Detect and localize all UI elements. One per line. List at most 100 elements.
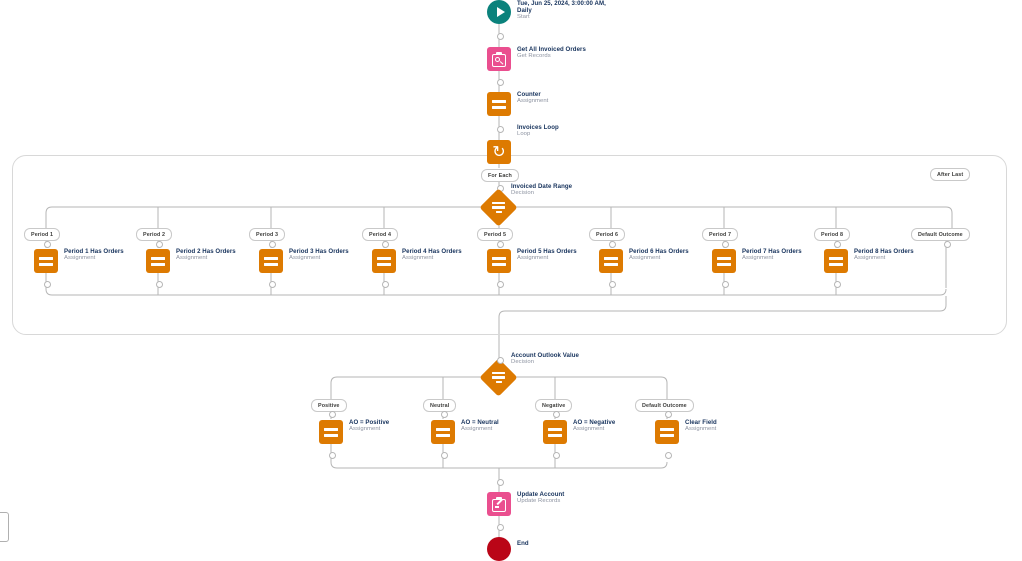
account-outlook-decision[interactable] <box>479 358 518 397</box>
for-each-badge[interactable]: For Each <box>481 169 519 182</box>
branch-pill-period-8[interactable]: Period 8 <box>814 228 851 241</box>
assignment-icon <box>146 249 170 273</box>
connector-dot[interactable] <box>440 411 448 418</box>
loop-subtitle: Loop <box>517 131 531 137</box>
connector-dot[interactable] <box>552 452 560 459</box>
assignment-icon <box>712 249 736 273</box>
assignment-icon <box>372 249 396 273</box>
assignment-subtitle: Assignment <box>573 426 605 432</box>
connector-dot[interactable] <box>833 241 841 248</box>
decision-glyph <box>492 371 505 384</box>
branch-pill-negative[interactable]: Negative <box>535 399 573 412</box>
get-records-subtitle: Get Records <box>517 53 551 59</box>
branch-pill-period-5[interactable]: Period 5 <box>477 228 514 241</box>
assignment-subtitle: Assignment <box>289 255 321 261</box>
get-records-title: Get All Invoiced Orders <box>517 46 586 53</box>
assignment-title: Period 6 Has Orders <box>629 248 689 255</box>
assignment-title: Period 2 Has Orders <box>176 248 236 255</box>
branch-pill-neutral[interactable]: Neutral <box>423 399 457 412</box>
connector-dot[interactable] <box>496 33 504 40</box>
branch-pill-period-3[interactable]: Period 3 <box>249 228 286 241</box>
invoiced-date-range-decision[interactable] <box>479 188 518 227</box>
assignment-title: Clear Field <box>685 419 717 426</box>
assignment-title: Period 3 Has Orders <box>289 248 349 255</box>
assignment-icon <box>487 249 511 273</box>
assignment-title: Period 1 Has Orders <box>64 248 124 255</box>
update-account-title: Update Account <box>517 491 565 498</box>
start-schedule-line2: Daily <box>517 7 532 14</box>
assignment-icon <box>487 92 511 116</box>
connector-dot[interactable] <box>496 281 504 288</box>
invoiced-date-range-title: Invoiced Date Range <box>511 183 573 190</box>
assignment-subtitle: Assignment <box>685 426 717 432</box>
decision-glyph <box>492 201 505 214</box>
assignment-subtitle: Assignment <box>854 255 886 261</box>
assignment-icon <box>655 420 679 444</box>
invoiced-date-range-subtitle: Decision <box>511 190 535 196</box>
connector-dot[interactable] <box>833 281 841 288</box>
assignment-icon <box>34 249 58 273</box>
connector-dot[interactable] <box>328 411 336 418</box>
branch-pill-period-1[interactable]: Period 1 <box>24 228 61 241</box>
branch-pill-period-4[interactable]: Period 4 <box>362 228 399 241</box>
connector-dot[interactable] <box>608 281 616 288</box>
assignment-subtitle: Assignment <box>629 255 661 261</box>
assignment-title: Period 8 Has Orders <box>854 248 914 255</box>
connector-dot[interactable] <box>664 411 672 418</box>
assignment-icon <box>824 249 848 273</box>
branch-pill-period-6[interactable]: Period 6 <box>589 228 626 241</box>
connector-dot[interactable] <box>943 241 951 248</box>
start-schedule-line1: Tue, Jun 25, 2024, 3:00:00 AM, <box>517 0 606 7</box>
assignment-title: Period 7 Has Orders <box>742 248 802 255</box>
branch-pill-period-2[interactable]: Period 2 <box>136 228 173 241</box>
connector-dot[interactable] <box>155 281 163 288</box>
loop-icon: ↻ <box>487 140 511 164</box>
connector-dot[interactable] <box>155 241 163 248</box>
connector-dot[interactable] <box>328 452 336 459</box>
canvas-corner-control[interactable] <box>0 512 9 542</box>
after-last-badge[interactable]: After Last <box>930 168 971 181</box>
connector-dot[interactable] <box>43 241 51 248</box>
account-outlook-title: Account Outlook Value <box>511 352 579 359</box>
assignment-title: Period 5 Has Orders <box>517 248 577 255</box>
connector-dot[interactable] <box>664 452 672 459</box>
connector-dot[interactable] <box>496 241 504 248</box>
connector-dot[interactable] <box>552 411 560 418</box>
connector-dot[interactable] <box>268 241 276 248</box>
branch-pill-period-7[interactable]: Period 7 <box>702 228 739 241</box>
assignment-title: AO = Neutral <box>461 419 499 426</box>
connector-dot[interactable] <box>496 79 504 86</box>
assignment-title: Period 4 Has Orders <box>402 248 462 255</box>
connector-dot[interactable] <box>721 281 729 288</box>
end-icon <box>487 537 511 561</box>
counter-subtitle: Assignment <box>517 98 549 104</box>
assignment-title: AO = Positive <box>349 419 390 426</box>
loop-title: Invoices Loop <box>517 124 559 131</box>
assignment-title: AO = Negative <box>573 419 616 426</box>
assignment-subtitle: Assignment <box>349 426 381 432</box>
connector-dot[interactable] <box>496 126 504 133</box>
connector-dot[interactable] <box>496 524 504 531</box>
end-title: End <box>517 540 529 547</box>
play-icon <box>487 0 511 24</box>
branch-pill-default-outcome[interactable]: Default Outcome <box>635 399 694 412</box>
connector-dot[interactable] <box>496 479 504 486</box>
assignment-icon <box>599 249 623 273</box>
branch-pill-default-outcome[interactable]: Default Outcome <box>911 228 970 241</box>
connector-dot[interactable] <box>43 281 51 288</box>
branch-pill-positive[interactable]: Positive <box>311 399 347 412</box>
connector-dot[interactable] <box>381 281 389 288</box>
connector-dot[interactable] <box>721 241 729 248</box>
connector-dot[interactable] <box>268 281 276 288</box>
connector-dot[interactable] <box>440 452 448 459</box>
connector-dot[interactable] <box>381 241 389 248</box>
start-subtitle: Start <box>517 14 530 20</box>
connector-dot[interactable] <box>608 241 616 248</box>
assignment-icon <box>319 420 343 444</box>
assignment-icon <box>543 420 567 444</box>
update-account-subtitle: Update Records <box>517 498 561 504</box>
assignment-subtitle: Assignment <box>517 255 549 261</box>
get-records-icon <box>487 47 511 71</box>
connector-dot[interactable] <box>496 357 504 364</box>
